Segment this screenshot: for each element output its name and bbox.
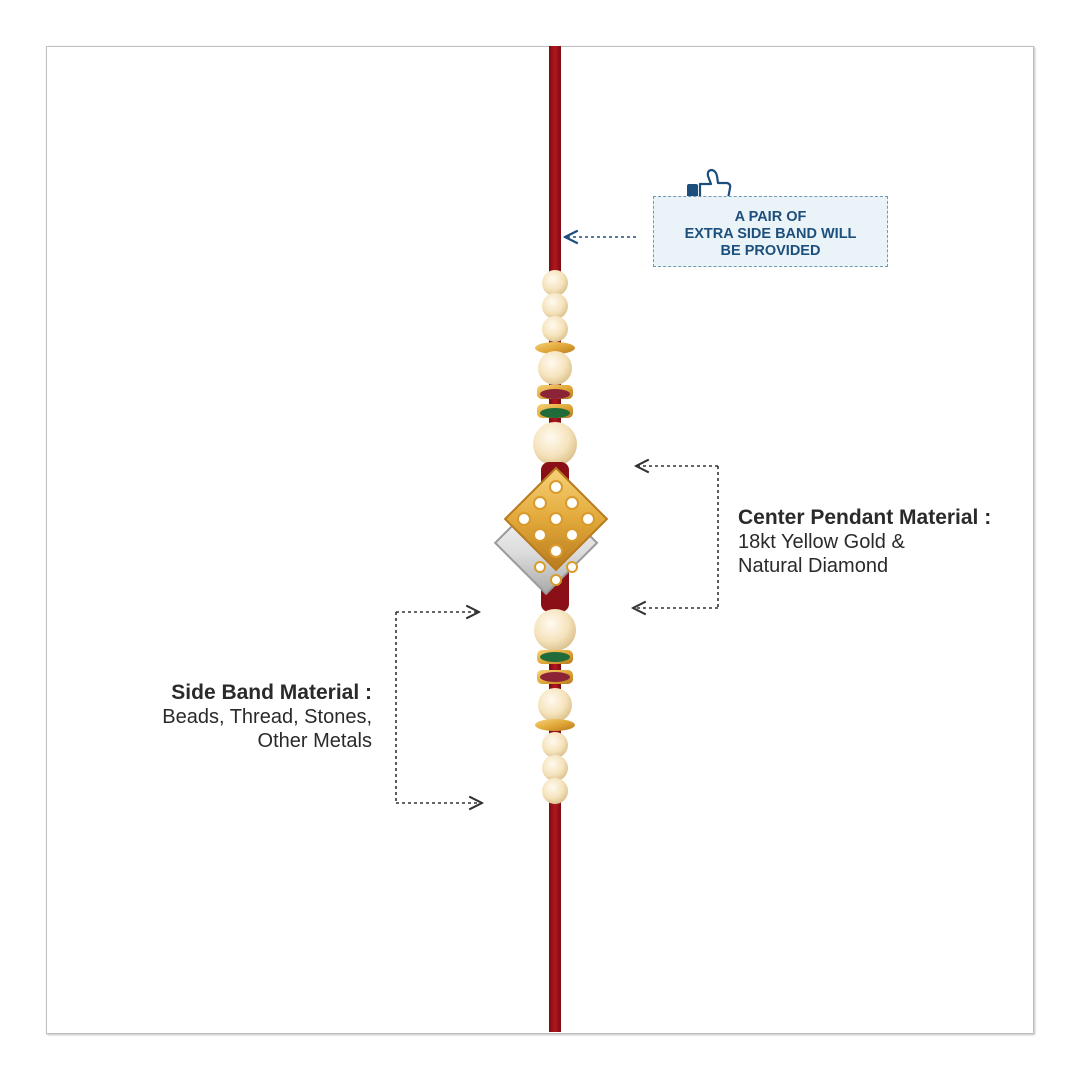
emerald-stone [540,652,570,662]
center-pendant-label: Center Pendant Material : 18kt Yellow Go… [738,506,991,578]
callout-text: A PAIR OF EXTRA SIDE BAND WILL BE PROVID… [653,206,888,260]
callout-line: EXTRA SIDE BAND WILL [684,226,857,242]
bead [534,609,576,651]
side-band-line: Other Metals [257,730,372,752]
center-pendant [493,462,609,612]
upper-bead-strand [533,270,577,466]
emerald-stone [540,408,570,418]
side-band-title: Side Band Material : [171,681,372,704]
bead [538,688,572,722]
bead [542,778,568,804]
bead [542,755,568,781]
bead [533,422,577,466]
side-band-pointer [395,612,482,803]
callout-line: A PAIR OF [734,209,807,225]
thread-top [549,46,561,286]
thread-bottom [549,795,561,1032]
bead [542,316,568,342]
ruby-stone [540,389,570,399]
center-pendant-line: 18kt Yellow Gold & [738,531,905,553]
center-pendant-pointer [633,466,719,608]
center-pendant-line: Natural Diamond [738,555,889,577]
ruby-stone [540,672,570,682]
callout-line: BE PROVIDED [720,243,821,259]
bead [542,732,568,758]
bead [542,270,568,296]
bead [542,293,568,319]
gold-spacer [535,342,575,354]
gold-spacer [535,719,575,731]
side-band-line: Beads, Thread, Stones, [162,706,372,728]
center-pendant-title: Center Pendant Material : [738,506,992,529]
bead [538,351,572,385]
side-band-label: Side Band Material : Beads, Thread, Ston… [100,681,372,753]
lower-bead-strand [534,609,576,804]
callout-box [653,196,888,267]
